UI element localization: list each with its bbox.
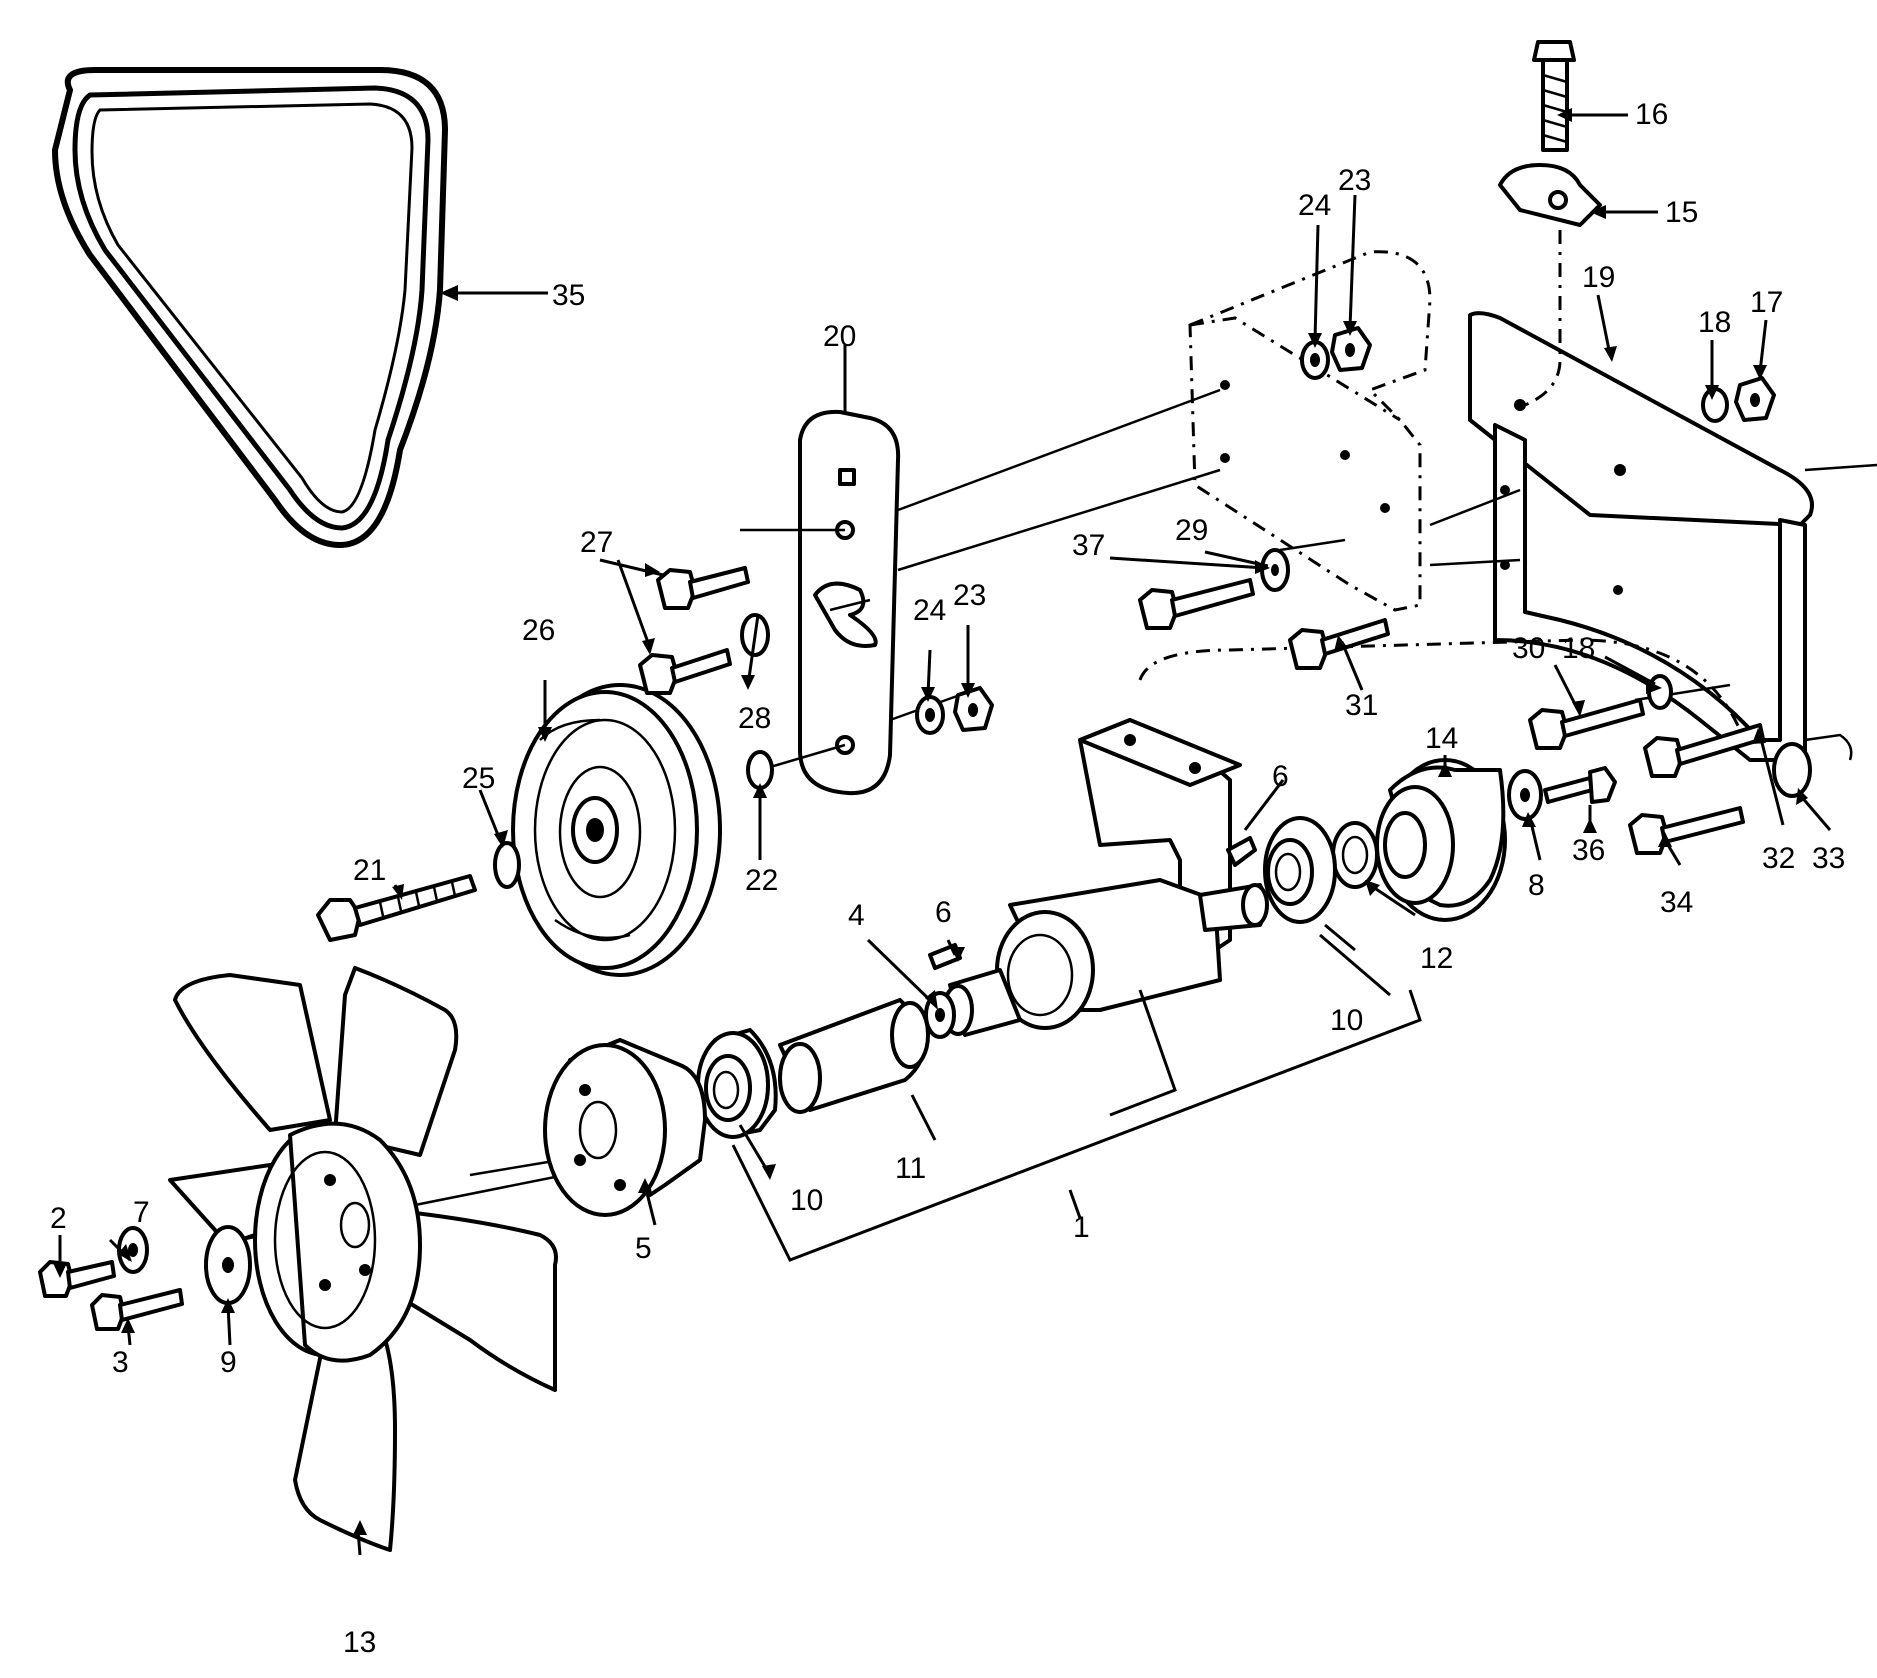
part-36-bolt [1543,766,1617,804]
arrowheads [53,108,1808,1535]
callout-8: 8 [1528,869,1545,902]
part-21-bolt [316,874,477,942]
callout-37: 37 [1072,529,1105,562]
callout-21: 21 [353,854,386,887]
part-3-bolt [90,1288,184,1331]
callout-24b: 24 [1298,189,1331,222]
callout-31: 31 [1345,689,1378,722]
part-2-bolt [38,1260,116,1298]
callout-35: 35 [552,279,585,312]
callout-18a: 18 [1698,306,1731,339]
callout-23b: 23 [1338,164,1371,197]
part-24-lockwasher-left [915,695,945,735]
part-23-nut-top [1330,326,1372,372]
part-1-housing [942,718,1269,1037]
part-10-bearing-left [696,1028,778,1139]
part-5-fan-hub [543,1038,707,1217]
callout-29: 29 [1175,514,1208,547]
callout-33: 33 [1812,842,1845,875]
part-13-fan [168,966,558,1552]
part-34-bolt [1628,806,1745,855]
callout-20: 20 [823,320,856,353]
callout-13: 13 [343,1626,376,1659]
part-15-clamp [1498,163,1602,227]
part-19-bracket [1468,311,1877,762]
bolt-16-axis [1524,230,1562,407]
part-6-key-right [1226,836,1257,867]
callout-19: 19 [1582,261,1615,294]
part-8-washer [1507,769,1543,821]
callout-labels: 1 2 3 4 5 6 6 7 8 9 10 10 11 12 13 14 15… [50,98,1845,1659]
part-37-bolt [1138,578,1255,630]
part-26-idler-pulley [511,683,722,977]
callout-9: 9 [220,1346,237,1379]
callout-22: 22 [745,864,778,897]
part-16-bolt [1532,40,1576,152]
part-9-plate [204,1225,252,1305]
part-7-lockwasher [117,1226,149,1274]
part-27-bolts [638,566,750,695]
callout-12: 12 [1420,942,1453,975]
callout-5: 5 [635,1232,652,1265]
callout-36: 36 [1572,834,1605,867]
part-33-spacer [1772,742,1812,798]
callout-4: 4 [848,899,865,932]
part-24-lockwasher-top [1300,340,1330,380]
part-11-sleeve [778,998,930,1114]
callout-10a: 10 [790,1184,823,1217]
part-12-spacer [1331,821,1379,889]
callout-25: 25 [462,762,495,795]
callout-2: 2 [50,1202,67,1235]
part-18-lockwasher-right [1647,674,1673,710]
callout-3: 3 [112,1346,129,1379]
callout-23a: 23 [953,579,986,612]
part-30-bolt [1528,698,1645,750]
part-14-drive-pulley [1375,758,1507,922]
callout-14: 14 [1425,722,1458,755]
part-25-washer [493,841,521,889]
part-18-lockwasher-top [1701,387,1729,423]
part-17-nut [1734,376,1776,422]
part-32-bolt [1643,723,1765,778]
callout-16: 16 [1635,98,1668,131]
callout-18b: 18 [1562,632,1595,665]
callout-17: 17 [1750,286,1783,319]
middle-bracket-outline [1188,250,1432,612]
callout-24a: 24 [913,594,946,627]
callout-15: 15 [1665,196,1698,229]
callout-10b: 10 [1330,1004,1363,1037]
callout-26: 26 [522,614,555,647]
part-22-washer [746,750,774,790]
callout-32: 32 [1762,842,1795,875]
callout-34: 34 [1660,886,1693,919]
callout-6a: 6 [935,896,952,929]
callout-1: 1 [1073,1211,1090,1244]
callout-30: 30 [1512,632,1545,665]
part-20-idler-arm [798,409,901,796]
part-10-bearing-right [1263,816,1337,924]
part-23-nut-left [953,686,994,732]
callout-7: 7 [133,1196,150,1229]
callout-27: 27 [580,526,613,559]
callout-11: 11 [895,1152,926,1185]
callout-28: 28 [738,702,771,735]
callout-6b: 6 [1272,760,1289,793]
part-35-v-belt [52,67,448,548]
part-29-washer [1260,548,1290,592]
